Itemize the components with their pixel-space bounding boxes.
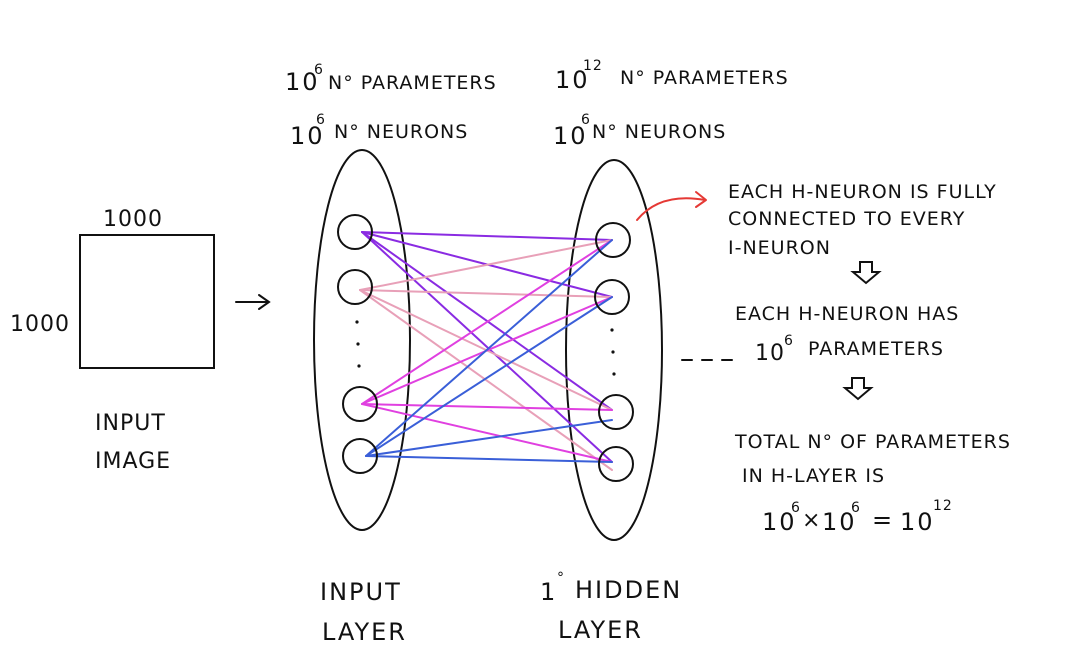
svg-text:10: 10 <box>755 341 785 366</box>
input-image-height-label: 1000 <box>10 312 70 337</box>
input-neuron-4 <box>342 438 378 474</box>
input-neuron-2 <box>337 269 373 305</box>
connection-i1-h4 <box>361 231 613 463</box>
hidden-layer-caption-line2: LAYER <box>558 616 643 644</box>
hidden-layer-ellipse <box>565 159 663 541</box>
input-layer-ellipse <box>313 149 411 531</box>
hidden-neuron-3 <box>598 394 634 430</box>
down-arrow-1 <box>850 261 882 285</box>
input-image-box <box>79 234 215 369</box>
parameter-equation: 10 6 × 10 6 = 10 12 <box>762 498 953 536</box>
svg-text:6: 6 <box>791 500 801 516</box>
svg-text:6: 6 <box>314 62 324 78</box>
connection-i2-h2 <box>359 289 613 298</box>
connection-i3-h4 <box>361 403 613 463</box>
note-line-6: TOTAL N° OF PARAMETERS <box>734 431 1011 453</box>
connection-i3-h3 <box>361 403 613 411</box>
svg-text:6: 6 <box>784 333 794 349</box>
svg-text:N° PARAMETERS: N° PARAMETERS <box>620 67 789 89</box>
hidden-layer-neurons-label: 10 6 N° NEURONS <box>553 112 726 150</box>
connection-i4-h3 <box>365 419 613 457</box>
svg-text:10: 10 <box>555 66 590 94</box>
svg-text:6: 6 <box>316 112 326 128</box>
input-layer-caption-line1: INPUT <box>320 578 402 606</box>
svg-text:×: × <box>802 508 821 533</box>
note-line-5: 10 6 PARAMETERS <box>755 333 944 366</box>
svg-text:12: 12 <box>933 498 953 514</box>
connection-i3-h1 <box>361 239 613 405</box>
connection-i1-h1 <box>361 231 613 241</box>
input-neuron-1 <box>337 214 373 250</box>
svg-text:10: 10 <box>822 508 857 536</box>
input-image-width-label: 1000 <box>103 207 163 232</box>
svg-text:10: 10 <box>900 508 935 536</box>
hidden-ellipsis-dots <box>610 328 616 376</box>
svg-text:10: 10 <box>553 122 588 150</box>
svg-text:6: 6 <box>581 112 591 128</box>
svg-text:N° NEURONS: N° NEURONS <box>592 121 726 143</box>
red-callout-arrow <box>636 191 707 221</box>
input-image-caption-line2: IMAGE <box>95 449 171 474</box>
svg-text:1: 1 <box>540 578 557 606</box>
note-line-4: EACH H-NEURON HAS <box>735 303 959 325</box>
svg-text:=: = <box>872 506 894 534</box>
connection-i2-h1 <box>359 239 613 291</box>
svg-text:N° PARAMETERS: N° PARAMETERS <box>328 72 497 94</box>
svg-text:HIDDEN: HIDDEN <box>575 576 682 604</box>
hidden-neuron-1 <box>595 222 631 258</box>
hidden-layer-params-label: 10 12 N° PARAMETERS <box>555 58 789 94</box>
connection-i4-h2 <box>365 296 613 457</box>
hidden-layer-caption-line1: 1 ° HIDDEN <box>540 570 682 606</box>
note-line-2: CONNECTED TO EVERY <box>728 208 965 230</box>
input-ellipsis-dots <box>355 320 361 368</box>
input-image-caption-line1: INPUT <box>95 411 166 436</box>
note-line-3: I-NEURON <box>728 237 831 259</box>
note-line-1: EACH H-NEURON IS FULLY <box>728 181 997 203</box>
connection-i4-h1 <box>365 239 613 457</box>
connection-i4-h4 <box>365 455 613 463</box>
input-layer-neurons-label: 10 6 N° NEURONS <box>290 112 468 150</box>
note-line-7: IN H-LAYER IS <box>742 465 885 487</box>
image-to-layer-arrow <box>235 294 271 310</box>
down-arrow-2 <box>842 377 874 401</box>
svg-text:10: 10 <box>290 122 325 150</box>
svg-text:10: 10 <box>285 68 320 96</box>
svg-text:6: 6 <box>851 500 861 516</box>
input-neuron-3 <box>342 386 378 422</box>
input-layer-caption-line2: LAYER <box>322 618 407 646</box>
input-layer-params-label: 10 6 N° PARAMETERS <box>285 62 497 96</box>
svg-text:PARAMETERS: PARAMETERS <box>808 338 944 360</box>
svg-text:°: ° <box>557 570 565 586</box>
connection-i2-h4 <box>359 289 613 471</box>
hidden-neuron-4 <box>598 446 634 482</box>
connections <box>359 231 613 471</box>
svg-text:N° NEURONS: N° NEURONS <box>334 121 468 143</box>
svg-text:12: 12 <box>583 58 603 74</box>
svg-text:10: 10 <box>762 508 797 536</box>
hidden-neuron-2 <box>594 279 630 315</box>
